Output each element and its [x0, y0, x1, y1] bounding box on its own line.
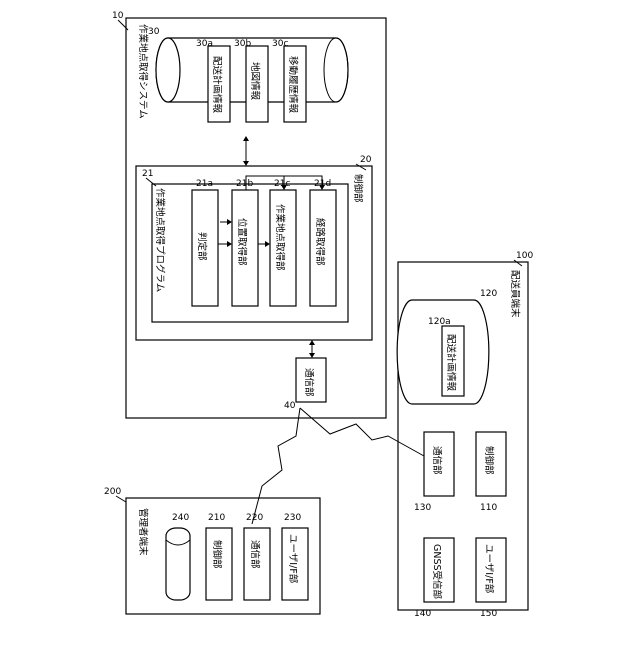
delivery-gnss-label: GNSS受信部 [431, 544, 443, 599]
system-title: 作業地点取得システム [137, 24, 149, 119]
unit-worksite-label: 作業地点取得部 [274, 204, 286, 271]
system-comm-label: 通信部 [303, 368, 315, 397]
admin-comm-label: 通信部 [249, 540, 261, 569]
db-item-map-ref: 30b [234, 39, 251, 49]
admin-terminal-block: 200 管理者端末 240 制御部 210 通信部 220 ユーザI/F部 23… [104, 487, 320, 614]
unit-position-label: 位置取得部 [236, 218, 248, 266]
admin-control-ref: 210 [208, 513, 225, 523]
database-ref: 30 [148, 27, 160, 37]
admin-ui-label: ユーザI/F部 [287, 534, 299, 583]
db-item-map-label: 地図情報 [249, 62, 261, 101]
system-block: 10 作業地点取得システム 30 配送計画情報 30a 地図情報 30b 移動履… [112, 11, 386, 418]
unit-judgment-ref: 21a [196, 179, 213, 189]
admin-terminal-title: 管理者端末 [137, 508, 149, 556]
delivery-terminal-title: 配送員端末 [509, 270, 521, 318]
admin-ui-ref: 230 [284, 513, 301, 523]
admin-control-label: 制御部 [211, 540, 223, 569]
unit-judgment-label: 判定部 [196, 232, 208, 261]
delivery-gnss-ref: 140 [414, 609, 431, 619]
program-ref: 21 [142, 169, 153, 179]
delivery-storage-item-label: 配送計画情報 [445, 334, 457, 392]
admin-storage-ref: 240 [172, 513, 189, 523]
db-item-move-history-ref: 30c [272, 39, 288, 49]
control-label: 制御部 [352, 174, 364, 203]
delivery-terminal-block: 100 配送員端末 120 配送計画情報 120a 通信部 130 制御部 11… [397, 251, 533, 619]
control-ref: 20 [360, 155, 372, 165]
unit-position-ref: 21b [236, 179, 253, 189]
db-item-move-history-label: 移動履歴情報 [287, 56, 299, 114]
program-label: 作業地点取得プログラム [154, 188, 166, 292]
system-comm-ref: 40 [284, 401, 296, 411]
delivery-ui-ref: 150 [480, 609, 497, 619]
delivery-comm-ref: 130 [414, 503, 431, 513]
system-ref: 10 [112, 11, 124, 21]
db-item-delivery-plan-label: 配送計画情報 [211, 56, 223, 114]
delivery-comm-label: 通信部 [431, 446, 443, 475]
admin-terminal-ref: 200 [104, 487, 121, 497]
delivery-control-ref: 110 [480, 503, 497, 513]
admin-storage-cylinder [166, 528, 190, 600]
delivery-control-label: 制御部 [483, 446, 495, 475]
unit-worksite-ref: 21c [274, 179, 290, 189]
delivery-storage-item-ref: 120a [428, 317, 451, 327]
delivery-ui-label: ユーザI/F部 [483, 544, 495, 593]
unit-route-label: 経路取得部 [314, 218, 326, 266]
delivery-terminal-ref: 100 [516, 251, 533, 261]
db-item-delivery-plan-ref: 30a [196, 39, 213, 49]
delivery-storage-ref: 120 [480, 289, 497, 299]
